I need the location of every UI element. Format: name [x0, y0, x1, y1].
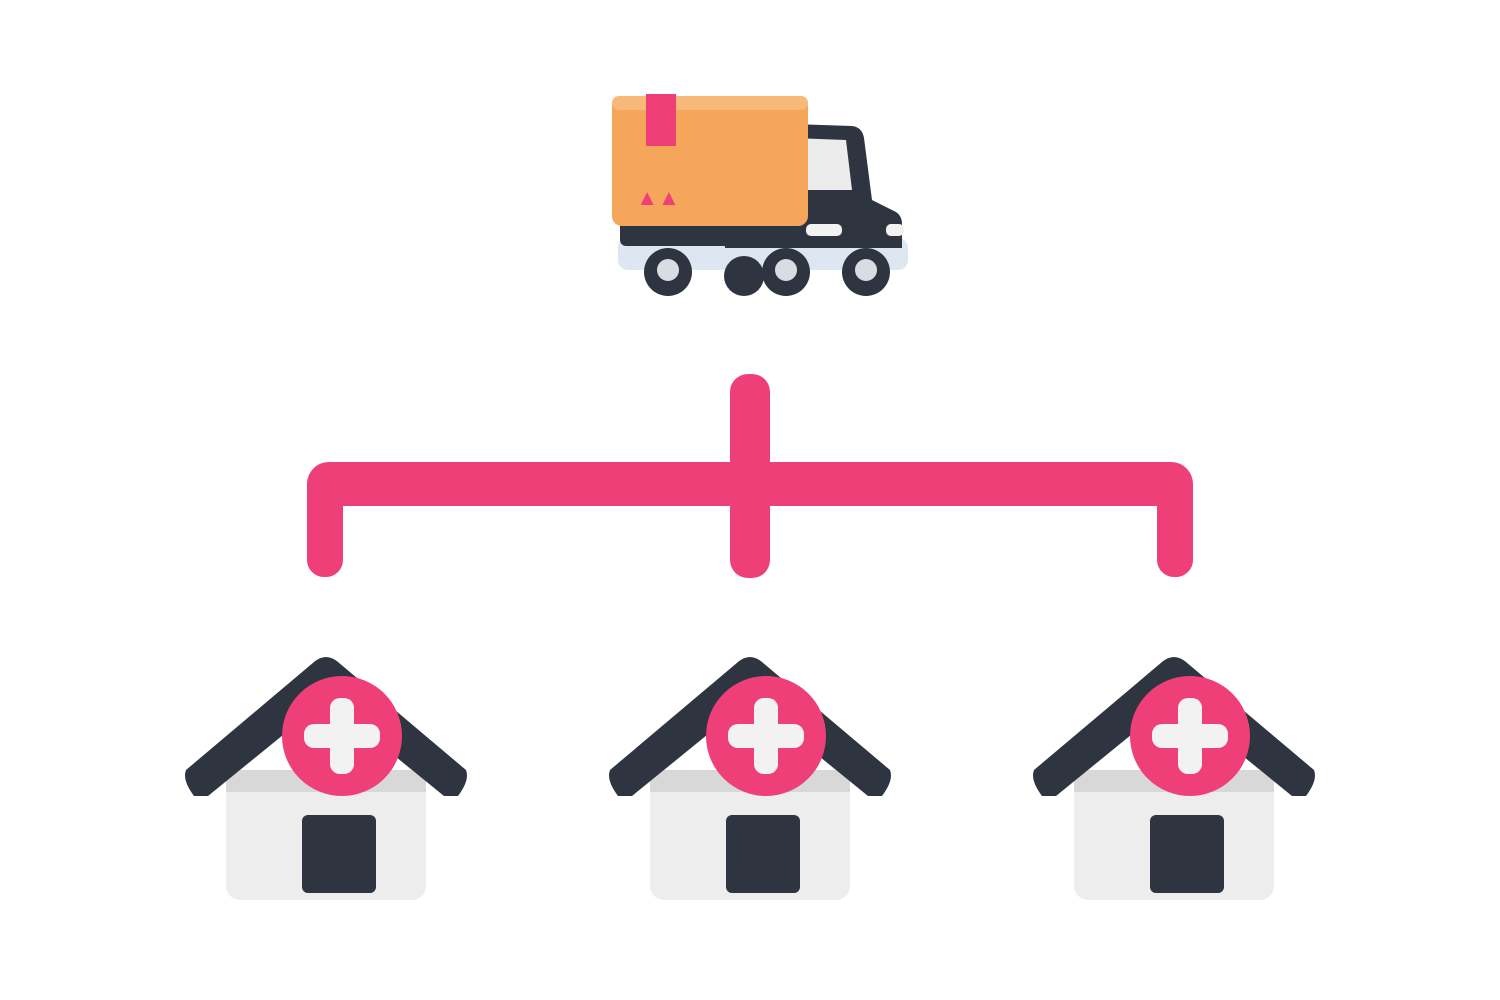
branch-connector-icon: [307, 374, 1193, 578]
delivery-truck-icon: ▲▲: [612, 94, 908, 296]
medical-house-icon: [1033, 657, 1315, 900]
medical-house-icon: [185, 657, 467, 900]
medical-house-icon: [609, 657, 891, 900]
svg-text:▲▲: ▲▲: [636, 185, 680, 210]
